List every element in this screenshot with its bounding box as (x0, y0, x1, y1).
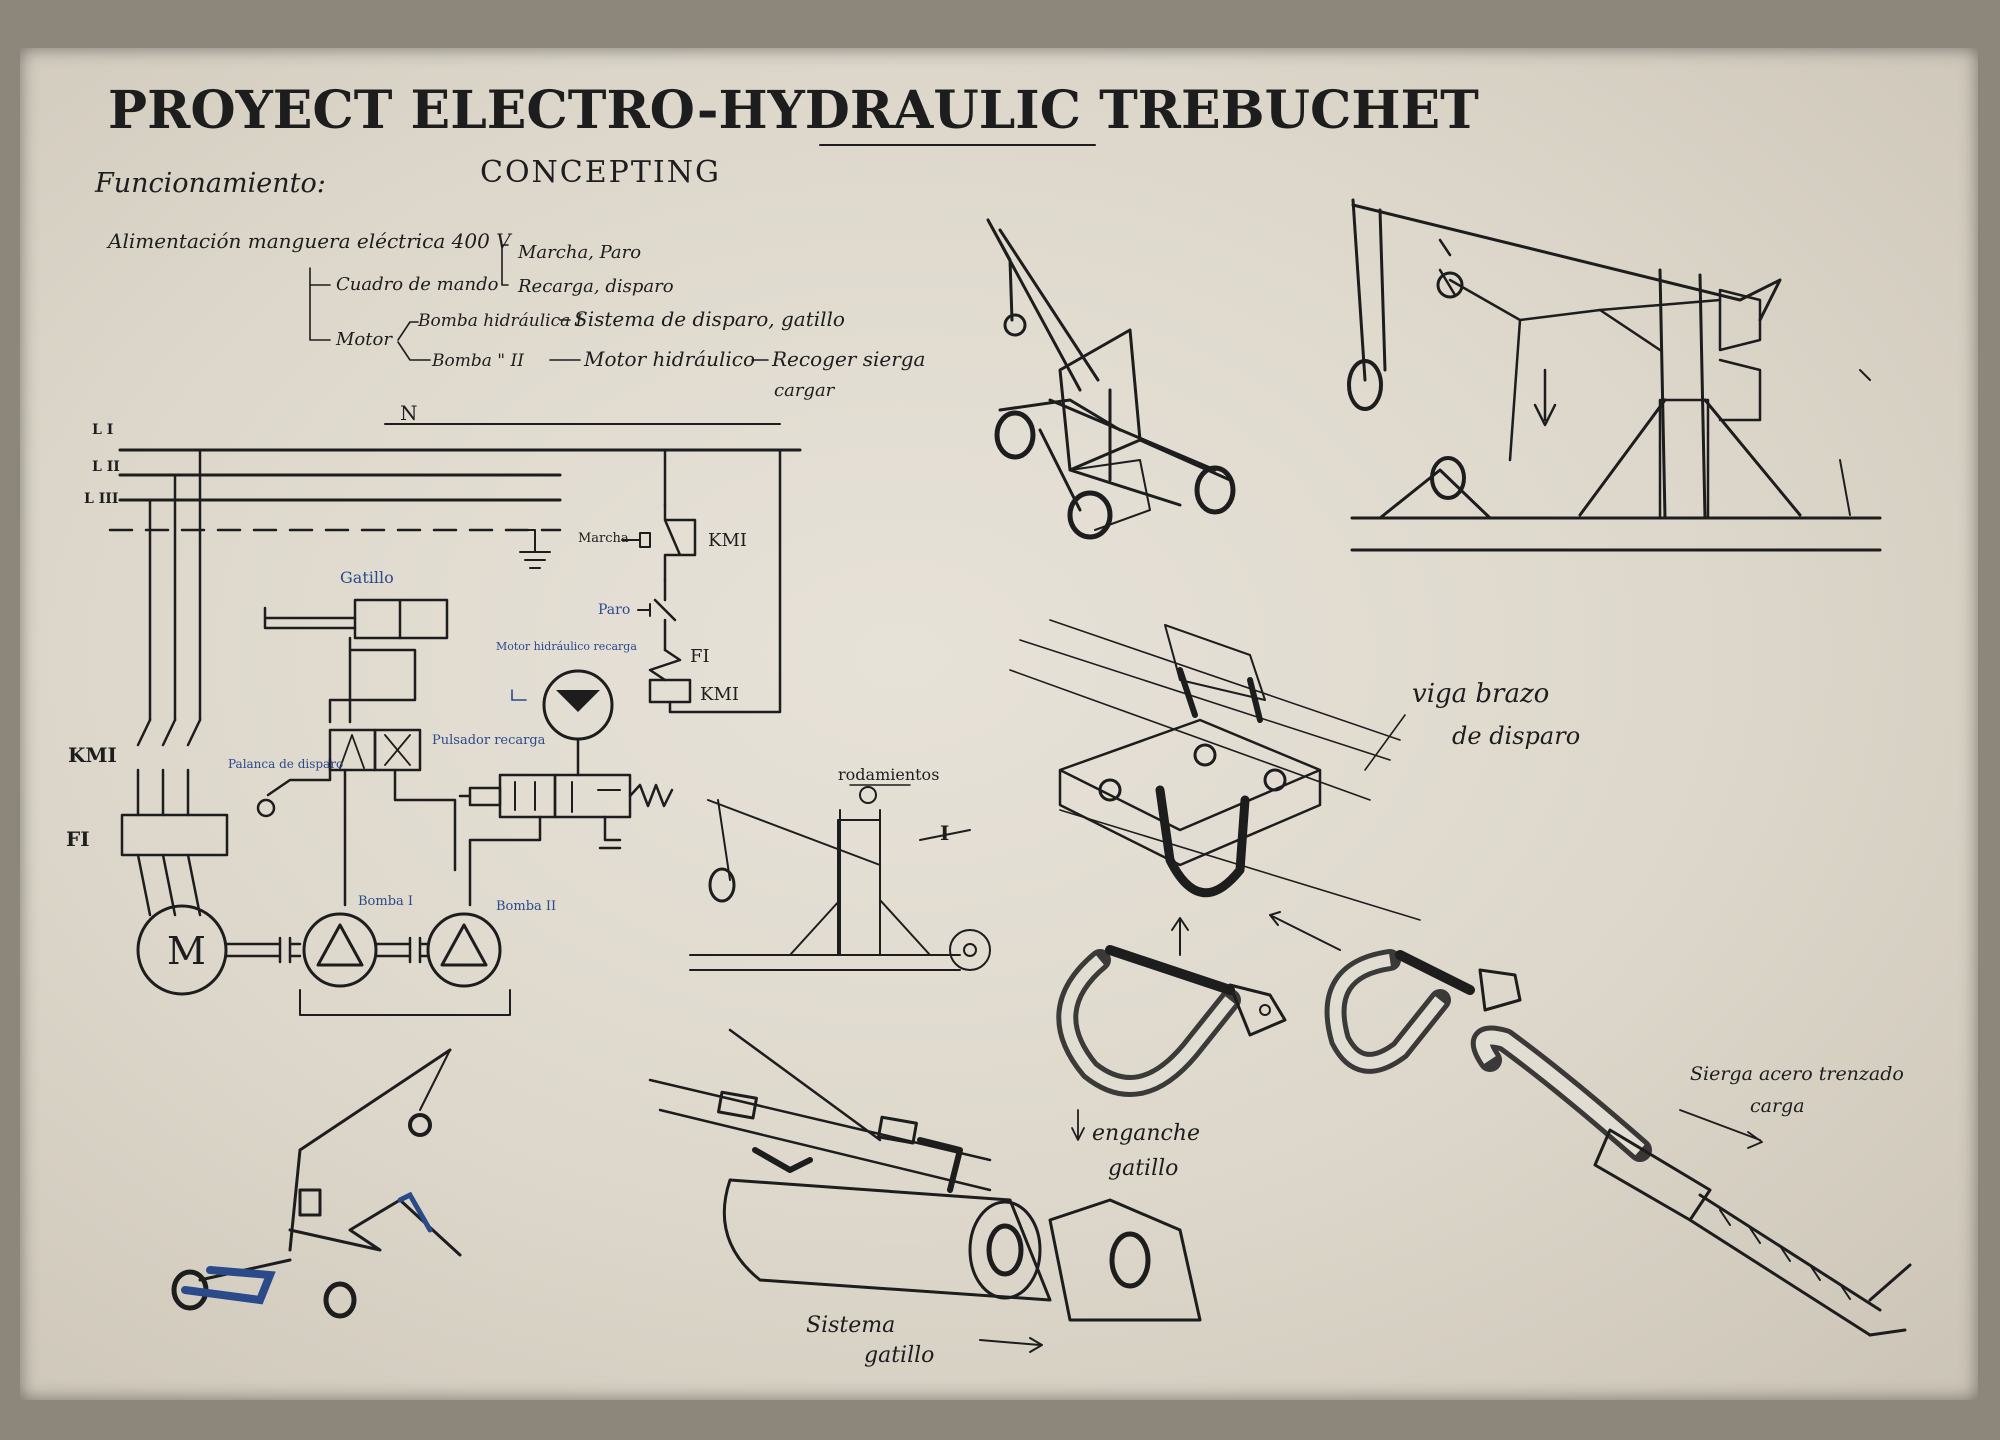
flow-collect: Recoger sierga (771, 347, 925, 371)
label-km1-coil: KMI (700, 684, 739, 705)
label-l3: L III (84, 491, 118, 507)
paro-contact (653, 578, 677, 652)
label-sistema-1: Sistema (806, 1313, 895, 1338)
valve-1b (373, 728, 422, 772)
f1-breaker (120, 813, 229, 857)
down-arrow (1533, 368, 1557, 427)
page-subtitle: CONCEPTING (480, 155, 721, 190)
trebuchet-sketch-perspective (986, 218, 1236, 540)
section-heading: Funcionamiento: (94, 168, 326, 199)
label-pump1: Bomba I (358, 894, 413, 909)
label-paro: Paro (598, 602, 630, 618)
label-gatillo: Gatillo (340, 568, 394, 587)
label-sierga-1: Sierga acero trenzado (1690, 1063, 1904, 1085)
u-bolt (1155, 785, 1250, 898)
fire-lever (266, 758, 332, 797)
label-hyd-motor-note: Motor hidráulico recarga (496, 640, 637, 653)
label-viga-1: viga brazo (1412, 679, 1549, 709)
beam-mount-detail: viga brazo de disparo (1009, 619, 1580, 956)
coupling-1 (224, 936, 302, 964)
electric-motor (136, 904, 228, 996)
flow-march-stop: Marcha, Paro (517, 242, 641, 263)
label-enganche-1: enganche (1092, 1121, 1200, 1146)
label-km1-contact: KMI (708, 530, 747, 551)
label-enganche-2: gatillo (1108, 1156, 1178, 1181)
trebuchet-sketch-front: rodamientos I (689, 765, 991, 971)
flow-description: Alimentación manguera eléctrica 400 V Ma… (106, 229, 925, 401)
label-button: Pulsador recarga (432, 733, 546, 748)
pump-2 (426, 912, 502, 988)
brace (501, 244, 509, 286)
tank-line (299, 989, 511, 1016)
flow-motor: Motor (335, 329, 393, 350)
motor-label: M (167, 929, 206, 973)
label-f1-contact: FI (690, 646, 710, 667)
label-km1-main: KMI (68, 743, 117, 767)
label-f1-main: FI (66, 827, 90, 851)
trebuchet-sketch-small (171, 1048, 462, 1319)
label-sistema-2: gatillo (864, 1343, 934, 1368)
cable-ferrule (1593, 1128, 1712, 1222)
flow-charge: cargar (774, 380, 836, 401)
label-l2: L II (92, 459, 120, 475)
label-pump2: Bomba II (496, 899, 556, 914)
label-lever-1: Palanca de disparo (228, 757, 343, 771)
trebuchet-sketch-side (1347, 198, 1882, 552)
pump-1 (302, 912, 378, 988)
valve-2a (498, 773, 557, 819)
flow-control-panel: Cuadro de mando (336, 274, 499, 295)
label-rodamientos: rodamientos (838, 765, 939, 784)
valve-2b (553, 773, 632, 819)
label-viga-2: de disparo (1452, 722, 1580, 750)
flow-hyd-motor: Motor hidráulico (583, 347, 755, 371)
label-l1: L I (92, 422, 113, 438)
km1-contacts (136, 718, 202, 747)
trigger-cylinder (722, 1178, 1052, 1302)
trigger-bracket (1048, 1198, 1202, 1322)
flow-pump1: Bomba hidráulica I (417, 311, 583, 331)
earth-symbol (519, 529, 551, 569)
shackle-right (1324, 949, 1522, 1074)
flow-fire-system: Sistema de disparo, gatillo (574, 307, 845, 331)
svg-text:I: I (940, 821, 949, 845)
label-neutral: N (400, 401, 418, 425)
coupling-2 (374, 936, 430, 964)
label-sierga-2: carga (1750, 1095, 1805, 1117)
trigger-system-detail: Sistema gatillo (648, 1028, 1202, 1368)
marcha-contacts (663, 503, 697, 582)
page-title: PROYECT ELECTRO-HYDRAULIC TREBUCHET (108, 80, 1479, 141)
shackle-left (1056, 945, 1287, 1097)
km1-coil (648, 678, 692, 704)
steel-cable-detail: Sierga acero trenzado carga (1470, 1025, 1912, 1337)
flow-branch-line (309, 267, 331, 341)
flow-supply: Alimentación manguera eléctrica 400 V (106, 229, 513, 253)
paper-sheet (20, 48, 1978, 1400)
mount-plate (1058, 718, 1322, 867)
flow-reload-fire: Recarga, disparo (517, 276, 674, 297)
valve-spring (628, 783, 674, 808)
electrical-schematic: N L I L II L III KMI FI M (66, 401, 802, 1016)
label-marcha: Marcha (578, 531, 629, 546)
flow-pump2: Bomba " II (431, 351, 524, 371)
